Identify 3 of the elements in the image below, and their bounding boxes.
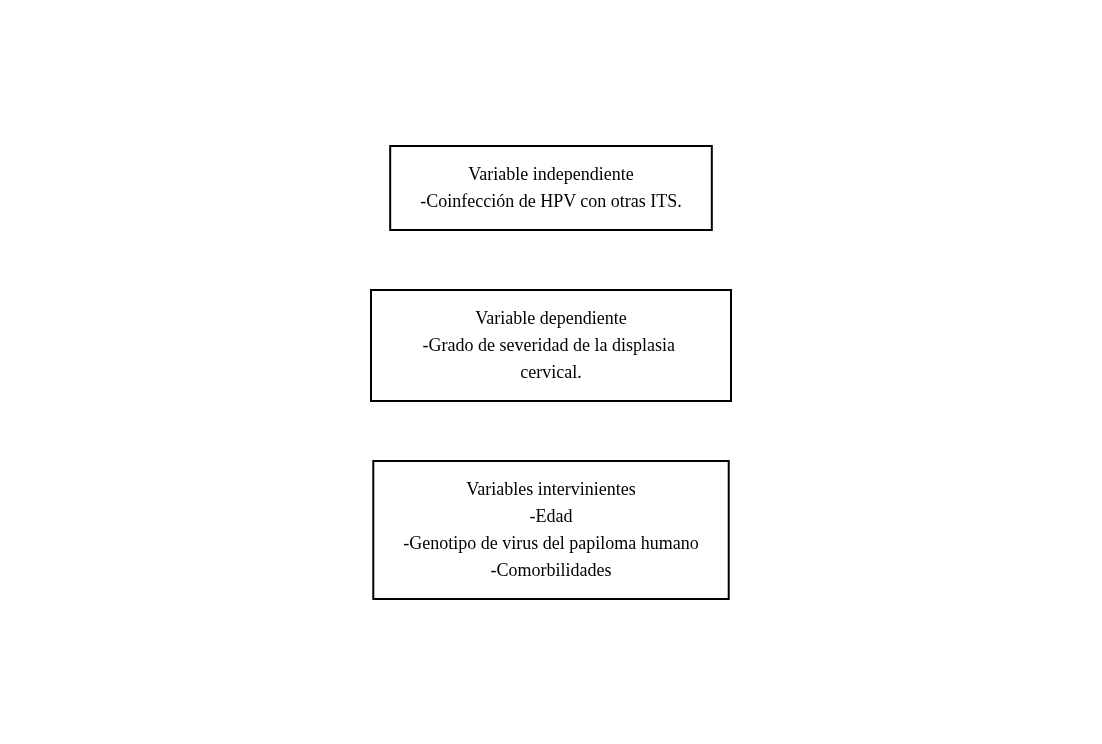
node-box: Variable dependiente -Grado de severidad de la displasia cervical. [370, 288, 732, 402]
node-box: Variable independiente -Coinfección de HPV con otras ITS. [389, 144, 713, 231]
node-box: Variables intervinientes -Edad -Genotipo de virus del papiloma humano -Comorbilidades [372, 459, 730, 600]
